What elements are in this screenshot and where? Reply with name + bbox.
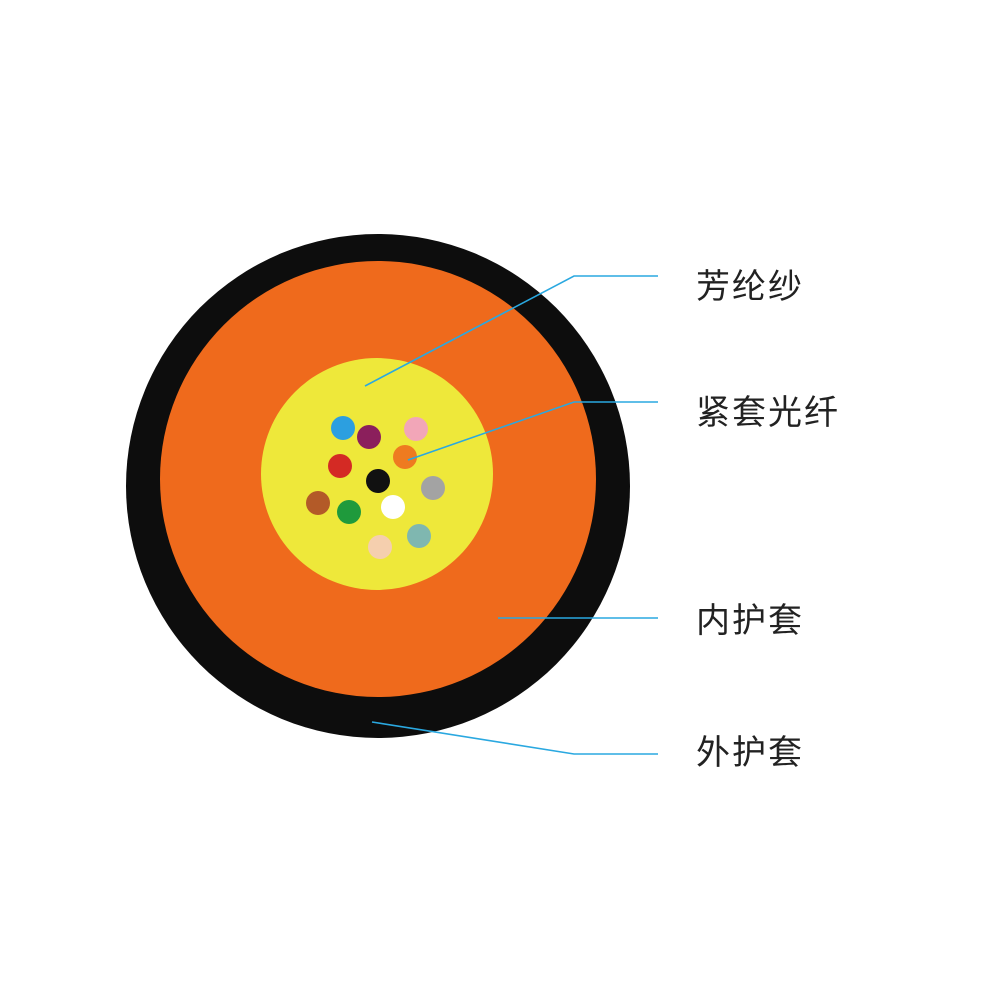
fiber-red bbox=[328, 454, 352, 478]
callout-labels: 芳纶纱 紧套光纤 内护套 外护套 bbox=[696, 267, 840, 773]
tight-buffered-fiber-leader bbox=[407, 401, 658, 461]
aramid-yarn-leader bbox=[364, 275, 658, 387]
fiber-green bbox=[337, 500, 361, 524]
fiber-aqua bbox=[407, 524, 431, 548]
fiber-black bbox=[366, 469, 390, 493]
fiber-orange bbox=[393, 445, 417, 469]
fiber-blue bbox=[331, 416, 355, 440]
tight-buffered-fiber-label: 紧套光纤 bbox=[696, 393, 840, 433]
outer-jacket-leader bbox=[371, 721, 658, 755]
outer-jacket-label: 外护套 bbox=[696, 733, 804, 773]
leader-lines bbox=[364, 275, 658, 755]
tight-buffered-fiber-group bbox=[306, 416, 445, 559]
fiber-violet bbox=[357, 425, 381, 449]
fiber-gray bbox=[421, 476, 445, 500]
fiber-brown bbox=[306, 491, 330, 515]
fiber-white bbox=[381, 495, 405, 519]
cable-cross-section bbox=[126, 234, 630, 738]
inner-jacket-label: 内护套 bbox=[696, 601, 804, 641]
fiber-rose bbox=[368, 535, 392, 559]
aramid-yarn-label: 芳纶纱 bbox=[696, 267, 804, 307]
fiber-pink bbox=[404, 417, 428, 441]
